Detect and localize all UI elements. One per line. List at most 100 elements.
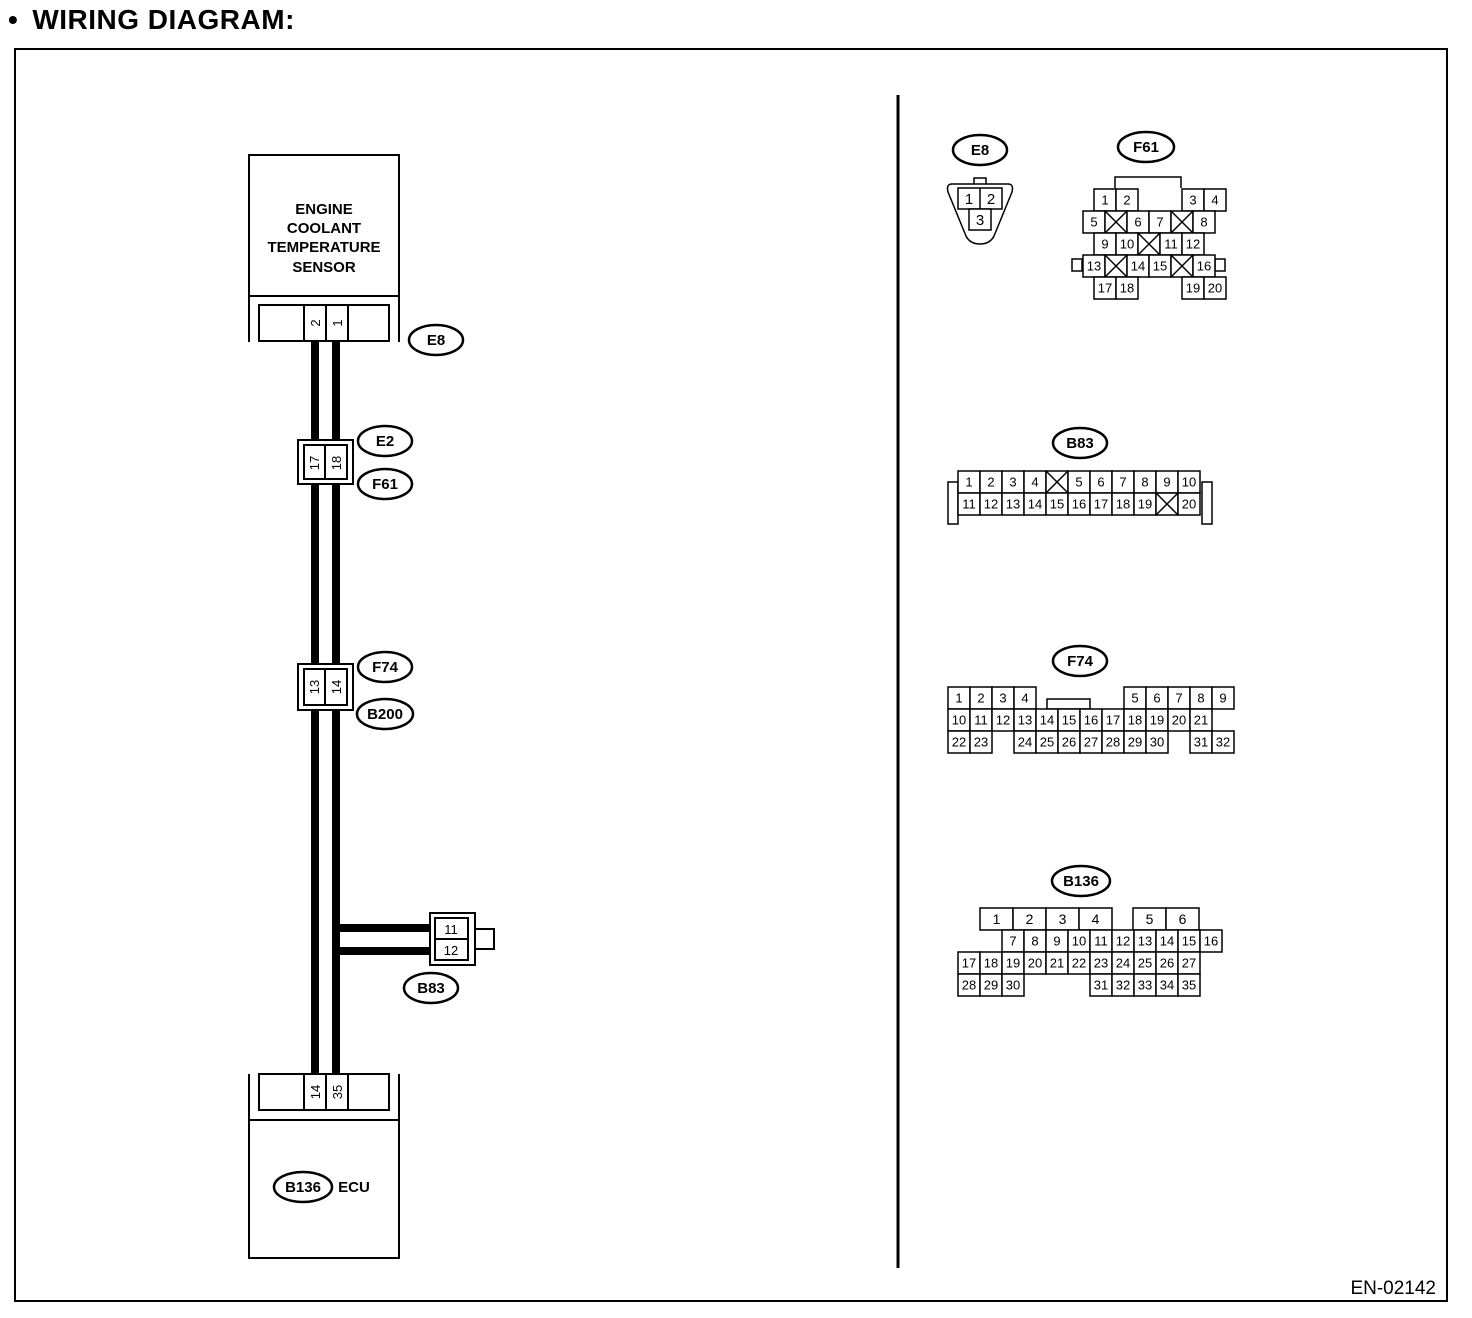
svg-text:6: 6 bbox=[1179, 911, 1187, 927]
svg-text:8: 8 bbox=[1031, 934, 1038, 949]
b136-pin-26: 26 bbox=[1155, 951, 1179, 975]
svg-text:15: 15 bbox=[1062, 713, 1076, 728]
svg-text:1: 1 bbox=[993, 911, 1001, 927]
e8-pin-2: 2 bbox=[987, 191, 995, 208]
b83-pin-10: 10 bbox=[1177, 470, 1201, 494]
b136-pin-19: 19 bbox=[1001, 951, 1025, 975]
svg-text:13: 13 bbox=[1087, 259, 1101, 274]
f74-pin-13: 13 bbox=[1013, 708, 1037, 732]
heading-bullet: • bbox=[8, 4, 19, 35]
f74-pin-30: 30 bbox=[1145, 730, 1169, 754]
branch-pin-12: 12 bbox=[444, 943, 458, 958]
b136-pin-3: 3 bbox=[1045, 907, 1080, 931]
b136-pin-27: 27 bbox=[1177, 951, 1201, 975]
svg-text:20: 20 bbox=[1028, 956, 1042, 971]
b83-pin-8: 8 bbox=[1133, 470, 1157, 494]
f74-pin-31: 31 bbox=[1189, 730, 1213, 754]
svg-text:22: 22 bbox=[1072, 956, 1086, 971]
b83-pin-3: 3 bbox=[1001, 470, 1025, 494]
svg-text:15: 15 bbox=[1182, 934, 1196, 949]
b136-pin-18: 18 bbox=[979, 951, 1003, 975]
f74-pin-20: 20 bbox=[1167, 708, 1191, 732]
f61-pin-16: 16 bbox=[1192, 254, 1216, 278]
branch-connector-b83: 11 12 B83 bbox=[402, 912, 495, 1005]
b83-pin-20: 20 bbox=[1177, 492, 1201, 516]
svg-text:35: 35 bbox=[1182, 978, 1196, 993]
svg-text:29: 29 bbox=[1128, 735, 1142, 750]
svg-text:15: 15 bbox=[1050, 497, 1064, 512]
svg-text:7: 7 bbox=[1119, 475, 1126, 490]
b83-pin-16: 16 bbox=[1067, 492, 1091, 516]
svg-text:30: 30 bbox=[1150, 735, 1164, 750]
b136-pin-8: 8 bbox=[1023, 929, 1047, 953]
svg-text:14: 14 bbox=[1160, 934, 1174, 949]
engine-coolant-temperature-sensor: ENGINE COOLANT TEMPERATURE SENSOR 2 1 E8 bbox=[248, 154, 465, 357]
e8-pin-1: 1 bbox=[965, 191, 973, 208]
svg-text:24: 24 bbox=[1018, 735, 1032, 750]
svg-text:1: 1 bbox=[1101, 193, 1108, 208]
f61-pin-10: 10 bbox=[1115, 232, 1139, 256]
svg-text:10: 10 bbox=[1182, 475, 1196, 490]
sensor-line-3: TEMPERATURE bbox=[267, 239, 380, 256]
svg-text:12: 12 bbox=[1116, 934, 1130, 949]
svg-text:5: 5 bbox=[1146, 911, 1154, 927]
svg-text:26: 26 bbox=[1062, 735, 1076, 750]
diagram-frame bbox=[14, 48, 1448, 1302]
svg-text:9: 9 bbox=[1101, 237, 1108, 252]
branch-pin-11: 11 bbox=[444, 922, 458, 937]
sensor-pin-1: 1 bbox=[330, 319, 345, 326]
ecu-pin-14: 14 bbox=[308, 1085, 323, 1099]
svg-text:32: 32 bbox=[1216, 735, 1230, 750]
b136-pin-21: 21 bbox=[1045, 951, 1069, 975]
svg-text:23: 23 bbox=[974, 735, 988, 750]
f74-pin-16: 16 bbox=[1079, 708, 1103, 732]
svg-text:16: 16 bbox=[1204, 934, 1218, 949]
svg-text:11: 11 bbox=[1164, 237, 1178, 252]
b136-pin-9: 9 bbox=[1045, 929, 1069, 953]
f74-pin-27: 27 bbox=[1079, 730, 1103, 754]
svg-text:32: 32 bbox=[1116, 978, 1130, 993]
svg-text:25: 25 bbox=[1040, 735, 1054, 750]
svg-text:34: 34 bbox=[1160, 978, 1174, 993]
svg-text:21: 21 bbox=[1050, 956, 1064, 971]
svg-text:12: 12 bbox=[984, 497, 998, 512]
branch-connector-label: B83 bbox=[417, 980, 445, 997]
svg-text:12: 12 bbox=[996, 713, 1010, 728]
f74-pin-25: 25 bbox=[1035, 730, 1059, 754]
b83-pin-7: 7 bbox=[1111, 470, 1135, 494]
f74-pin-7: 7 bbox=[1167, 686, 1191, 710]
svg-text:9: 9 bbox=[1053, 934, 1060, 949]
b136-pin-16: 16 bbox=[1199, 929, 1223, 953]
svg-text:19: 19 bbox=[1006, 956, 1020, 971]
ecu-block: 14 35 B136 ECU bbox=[248, 1073, 400, 1259]
f74-pin-21: 21 bbox=[1189, 708, 1213, 732]
svg-text:9: 9 bbox=[1163, 475, 1170, 490]
svg-text:14: 14 bbox=[1028, 497, 1042, 512]
f74-pin-26: 26 bbox=[1057, 730, 1081, 754]
svg-text:4: 4 bbox=[1092, 911, 1100, 927]
f74-pin-23: 23 bbox=[969, 730, 993, 754]
svg-text:16: 16 bbox=[1197, 259, 1211, 274]
svg-text:1: 1 bbox=[955, 691, 962, 706]
b83-pin-12: 12 bbox=[979, 492, 1003, 516]
joint-1-pin-17: 17 bbox=[307, 456, 322, 470]
svg-text:16: 16 bbox=[1084, 713, 1098, 728]
f61-pin-11: 11 bbox=[1159, 232, 1183, 256]
b136-pin-30: 30 bbox=[1001, 973, 1025, 997]
b136-pin-31: 31 bbox=[1089, 973, 1113, 997]
svg-text:11: 11 bbox=[974, 713, 988, 728]
svg-text:19: 19 bbox=[1138, 497, 1152, 512]
f61-pin-8: 8 bbox=[1192, 210, 1216, 234]
svg-text:18: 18 bbox=[1128, 713, 1142, 728]
sensor-line-1: ENGINE bbox=[295, 201, 353, 218]
svg-text:8: 8 bbox=[1141, 475, 1148, 490]
svg-text:9: 9 bbox=[1219, 691, 1226, 706]
svg-text:23: 23 bbox=[1094, 956, 1108, 971]
f61-pin-14: 14 bbox=[1126, 254, 1150, 278]
f61-pin-18: 18 bbox=[1115, 276, 1139, 300]
sensor-line-4: SENSOR bbox=[292, 259, 356, 276]
svg-text:27: 27 bbox=[1084, 735, 1098, 750]
svg-text:25: 25 bbox=[1138, 956, 1152, 971]
